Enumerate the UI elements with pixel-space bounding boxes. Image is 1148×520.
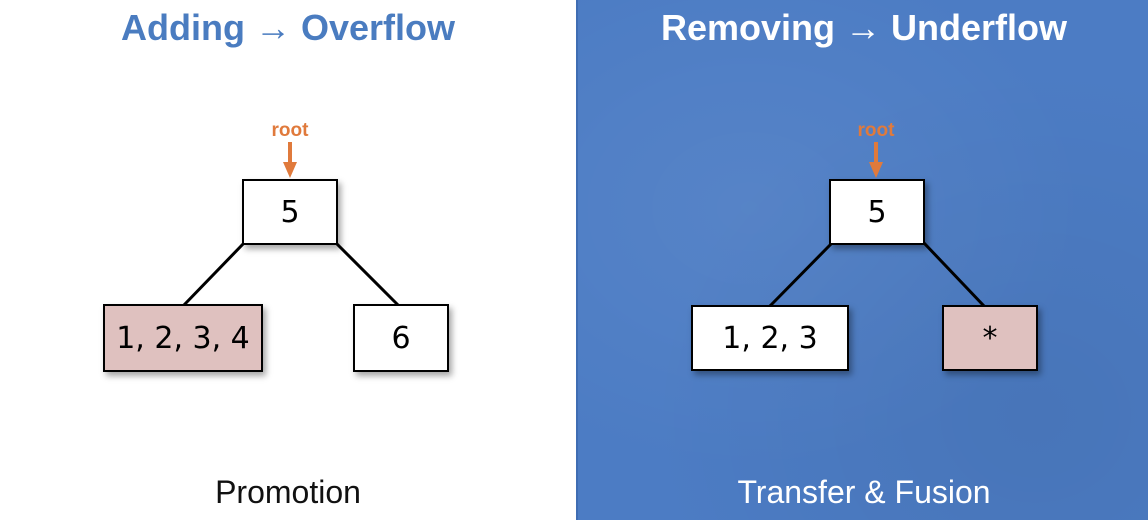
promotion-caption: Promotion [215,474,361,510]
root-node: 5 [242,179,338,245]
root-label: root [271,120,309,141]
edge-root-left [768,241,834,308]
edge-root-left [182,241,246,307]
adding-overflow-title: Adding → Overflow [120,7,455,48]
overflow-node: 1, 2, 3, 4 [103,304,263,372]
root-node: 5 [829,179,925,245]
root-arrow-icon [283,142,297,178]
right-child-node: 6 [353,304,449,372]
removing-underflow-title: Removing → Underflow [660,7,1068,48]
root-arrow-icon [869,142,883,178]
edge-root-right [334,241,400,307]
tree-edges [182,241,400,307]
removing-underflow-panel: Removing → Underflow root 5 1, 2, 3 * Tr… [576,0,1148,520]
adding-overflow-panel: Adding → Overflow root 5 1, 2, 3, 4 6 Pr… [103,7,455,510]
underflow-node: * [942,305,1038,371]
left-child-node: 1, 2, 3 [691,305,849,371]
root-label: root [857,120,895,141]
edge-root-right [922,241,986,308]
transfer-fusion-caption: Transfer & Fusion [737,474,991,510]
tree-edges [768,241,986,308]
